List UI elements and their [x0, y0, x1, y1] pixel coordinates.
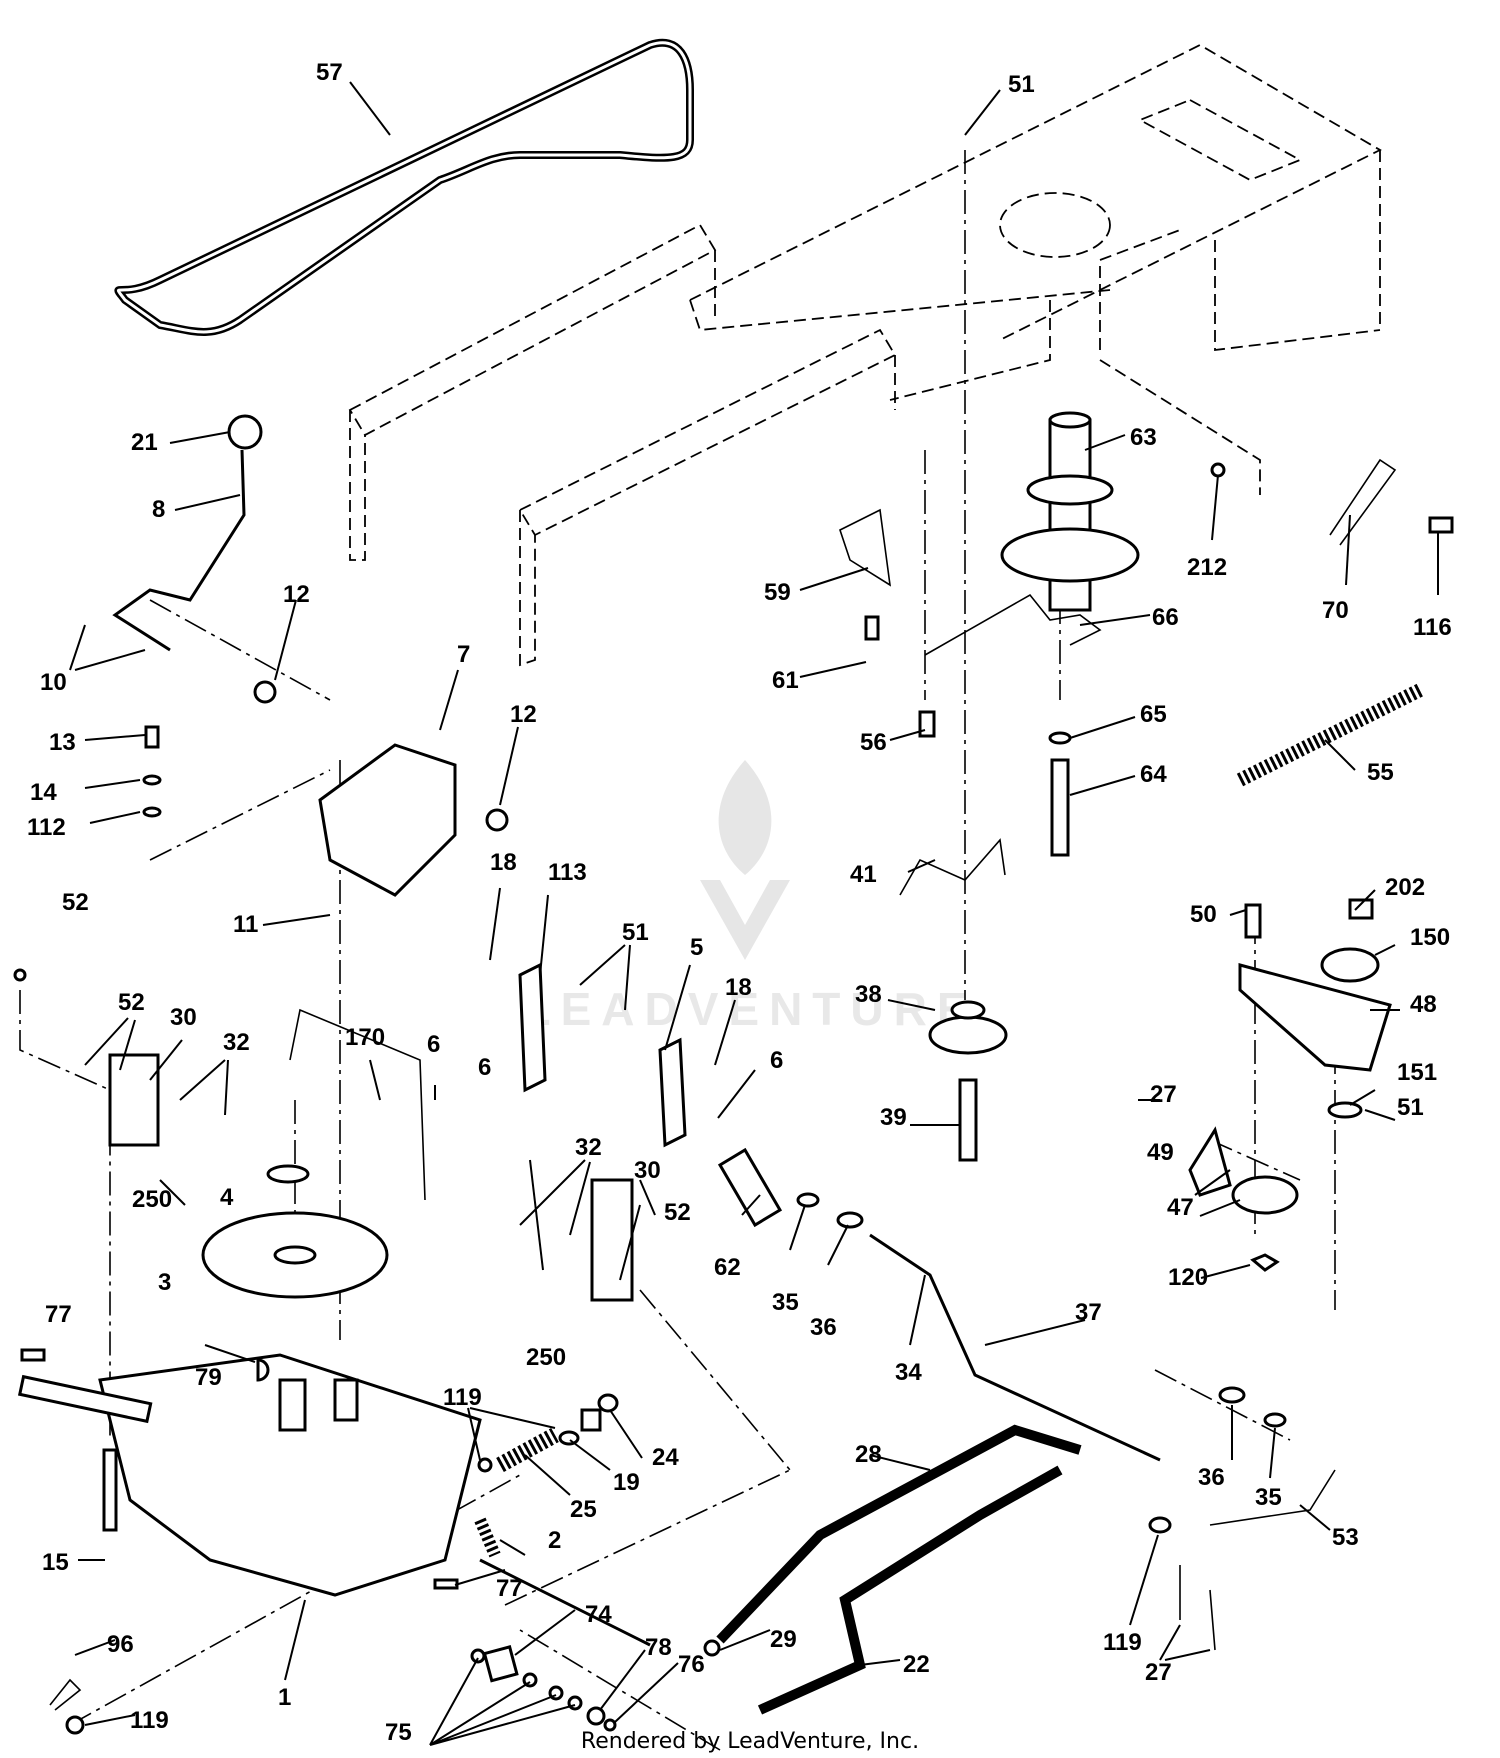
- label-12: 12: [283, 581, 310, 608]
- label-70: 70: [1322, 597, 1349, 624]
- label-24: 24: [652, 1444, 679, 1471]
- label-52: 52: [118, 989, 145, 1016]
- label-74: 74: [585, 1601, 612, 1628]
- label-36: 36: [1198, 1464, 1225, 1491]
- part-shapes: [13, 411, 1454, 1735]
- label-56: 56: [860, 729, 887, 756]
- label-22: 22: [903, 1651, 930, 1678]
- label-250: 250: [132, 1186, 172, 1213]
- label-52: 52: [664, 1199, 691, 1226]
- label-12: 12: [510, 701, 537, 728]
- label-50: 50: [1190, 901, 1217, 928]
- label-77: 77: [496, 1575, 523, 1602]
- label-27: 27: [1150, 1081, 1177, 1108]
- label-6: 6: [478, 1054, 491, 1081]
- label-36: 36: [810, 1314, 837, 1341]
- label-7: 7: [457, 641, 470, 668]
- label-13: 13: [49, 729, 76, 756]
- label-4: 4: [220, 1184, 234, 1211]
- label-151: 151: [1397, 1059, 1437, 1086]
- label-51: 51: [1008, 71, 1035, 98]
- label-119: 119: [1103, 1629, 1142, 1656]
- label-66: 66: [1152, 604, 1179, 631]
- label-49: 49: [1147, 1139, 1174, 1166]
- label-150: 150: [1410, 924, 1450, 951]
- label-3: 3: [158, 1269, 171, 1296]
- label-48: 48: [1410, 991, 1437, 1018]
- part-labels: 57 51 21 8 63 212 59 66 70 116 12 10 7 6…: [27, 59, 1452, 1746]
- label-112: 112: [27, 814, 66, 841]
- drive-belt: [114, 38, 694, 336]
- label-63: 63: [1130, 424, 1157, 451]
- label-28: 28: [855, 1441, 882, 1468]
- label-6: 6: [770, 1047, 783, 1074]
- label-96: 96: [107, 1631, 134, 1658]
- label-77: 77: [45, 1301, 72, 1328]
- label-53: 53: [1332, 1524, 1359, 1551]
- label-29: 29: [770, 1626, 797, 1653]
- label-76: 76: [678, 1651, 705, 1678]
- label-15: 15: [42, 1549, 69, 1576]
- label-27: 27: [1145, 1659, 1172, 1686]
- label-32: 32: [223, 1029, 250, 1056]
- footer-credit: Rendered by LeadVenture, Inc.: [581, 1729, 919, 1754]
- label-11: 11: [233, 911, 258, 938]
- label-34: 34: [895, 1359, 922, 1386]
- label-212: 212: [1187, 554, 1227, 581]
- label-41: 41: [850, 861, 877, 888]
- label-170: 170: [345, 1024, 385, 1051]
- label-18: 18: [490, 849, 517, 876]
- frame-dashed: [348, 43, 1382, 667]
- label-18: 18: [725, 974, 752, 1001]
- leader-lines: [69, 81, 1439, 1746]
- label-30: 30: [634, 1157, 661, 1184]
- label-21: 21: [131, 429, 158, 456]
- label-62: 62: [714, 1254, 741, 1281]
- label-59: 59: [764, 579, 791, 606]
- label-39: 39: [880, 1104, 907, 1131]
- label-51: 51: [1397, 1094, 1424, 1121]
- label-51: 51: [622, 919, 649, 946]
- label-78: 78: [645, 1634, 672, 1661]
- label-37: 37: [1075, 1299, 1102, 1326]
- label-35: 35: [1255, 1484, 1282, 1511]
- label-1: 1: [278, 1684, 291, 1711]
- watermark-text: LEADVENTURE: [522, 983, 977, 1035]
- label-19: 19: [613, 1469, 640, 1496]
- label-14: 14: [30, 779, 57, 806]
- label-113: 113: [548, 859, 587, 886]
- label-119: 119: [443, 1384, 482, 1411]
- label-116: 116: [1413, 614, 1452, 641]
- label-79: 79: [195, 1364, 222, 1391]
- label-75: 75: [385, 1719, 412, 1746]
- leadventure-watermark-logo: LEADVENTURE: [522, 760, 977, 1035]
- label-202: 202: [1385, 874, 1425, 901]
- label-52: 52: [62, 889, 89, 916]
- label-6: 6: [427, 1031, 440, 1058]
- label-32: 32: [575, 1134, 602, 1161]
- label-61: 61: [772, 667, 799, 694]
- label-25: 25: [570, 1496, 597, 1523]
- label-57: 57: [316, 59, 343, 86]
- label-65: 65: [1140, 701, 1167, 728]
- label-47: 47: [1167, 1194, 1194, 1221]
- label-38: 38: [855, 981, 882, 1008]
- label-30: 30: [170, 1004, 197, 1031]
- label-8: 8: [152, 496, 165, 523]
- label-55: 55: [1367, 759, 1394, 786]
- label-10: 10: [40, 669, 67, 696]
- label-64: 64: [1140, 761, 1167, 788]
- label-250: 250: [526, 1344, 566, 1371]
- label-120: 120: [1168, 1264, 1208, 1291]
- label-35: 35: [772, 1289, 799, 1316]
- label-119: 119: [130, 1707, 169, 1734]
- label-5: 5: [690, 934, 703, 961]
- label-2: 2: [548, 1527, 561, 1554]
